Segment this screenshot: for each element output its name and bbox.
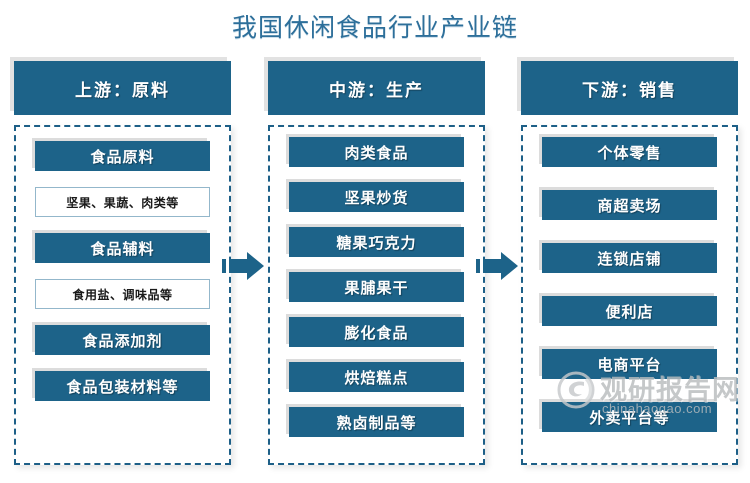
item-food-auxiliary-material[interactable]: 食品辅料: [35, 233, 210, 263]
item-convenience-store[interactable]: 便利店: [542, 296, 717, 326]
item-individual-retail[interactable]: 个体零售: [542, 137, 717, 167]
column-body-downstream: 个体零售 商超卖场 连锁店铺 便利店 电商平台 外卖平台等: [521, 125, 738, 465]
item-meat-food[interactable]: 肉类食品: [289, 137, 464, 167]
item-nuts-fruits-vegetables-meat[interactable]: 坚果、果蔬、肉类等: [35, 187, 210, 217]
item-food-raw-material[interactable]: 食品原料: [35, 141, 210, 171]
item-takeaway-platform[interactable]: 外卖平台等: [542, 402, 717, 432]
column-body-upstream: 食品原料 坚果、果蔬、肉类等 食品辅料 食用盐、调味品等 食品添加剂 食品包装材…: [14, 125, 231, 465]
column-header-label-downstream: 下游：销售: [582, 80, 677, 100]
item-chain-store[interactable]: 连锁店铺: [542, 243, 717, 273]
item-preserved-dried-fruit[interactable]: 果脯果干: [289, 272, 464, 302]
column-header-label-midstream: 中游：生产: [329, 80, 424, 100]
item-candy-chocolate[interactable]: 糖果巧克力: [289, 227, 464, 257]
column-header-downstream: 下游：销售: [521, 61, 738, 115]
column-upstream: 上游：原料 食品原料 坚果、果蔬、肉类等 食品辅料 食用盐、调味品等 食品添加剂…: [14, 55, 237, 467]
column-header-midstream: 中游：生产: [268, 61, 485, 115]
item-puffed-food[interactable]: 膨化食品: [289, 317, 464, 347]
item-supermarket[interactable]: 商超卖场: [542, 190, 717, 220]
arrow-right-icon-upstream-to-midstream: [222, 248, 266, 284]
arrow-right-icon-midstream-to-downstream: [476, 248, 520, 284]
item-baked-pastry[interactable]: 烘焙糕点: [289, 362, 464, 392]
page-title: 我国休闲食品行业产业链: [231, 15, 518, 42]
column-body-midstream: 肉类食品 坚果炒货 糖果巧克力 果脯果干 膨化食品 烘焙糕点 熟卤制品等: [268, 125, 485, 465]
item-food-additive[interactable]: 食品添加剂: [35, 325, 210, 355]
item-food-packaging-material[interactable]: 食品包装材料等: [35, 371, 210, 401]
item-braised-products[interactable]: 熟卤制品等: [289, 407, 464, 437]
column-header-label-upstream: 上游：原料: [75, 80, 170, 100]
item-nuts-roasted-seeds[interactable]: 坚果炒货: [289, 182, 464, 212]
item-ecommerce-platform[interactable]: 电商平台: [542, 349, 717, 379]
item-salt-seasoning[interactable]: 食用盐、调味品等: [35, 279, 210, 309]
column-midstream: 中游：生产 肉类食品 坚果炒货 糖果巧克力 果脯果干 膨化食品 烘焙糕点 熟卤制…: [268, 55, 491, 467]
column-header-upstream: 上游：原料: [14, 61, 231, 115]
column-downstream: 下游：销售 个体零售 商超卖场 连锁店铺 便利店 电商平台 外卖平台等: [521, 55, 744, 467]
